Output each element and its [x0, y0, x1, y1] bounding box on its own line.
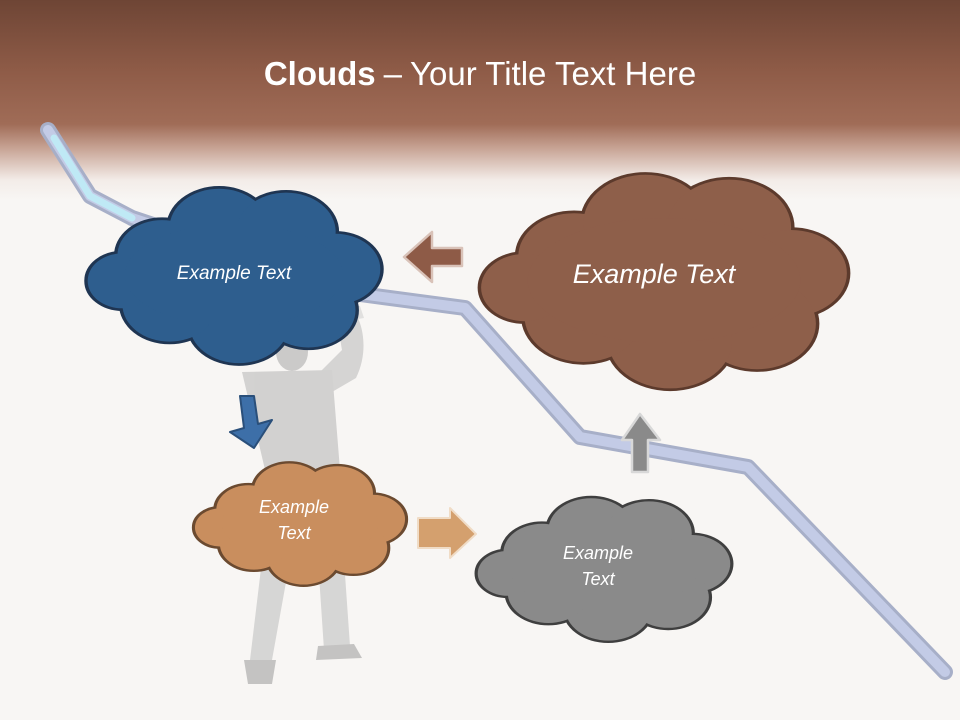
slide-title: Clouds–Your Title Text Here	[0, 54, 960, 94]
cloud-brown-label: Example Text	[534, 250, 774, 300]
cloud-gray-label: Example Text	[518, 534, 678, 598]
title-dash: –	[383, 55, 403, 92]
cloud-gray-line1: Example	[562, 542, 634, 563]
arrow-right-icon	[417, 507, 477, 559]
arrow-up-icon	[620, 412, 662, 474]
title-rest: Your Title Text Here	[410, 55, 697, 92]
cloud-tan-line1: Example	[258, 496, 330, 517]
cloud-tan-label: Example Text	[224, 488, 364, 552]
cloud-blue-text: Example Text	[176, 263, 292, 285]
decline-graph-line	[40, 122, 953, 680]
businessman-figure	[242, 306, 364, 684]
title-bold: Clouds	[263, 55, 376, 92]
arrow-left-icon	[402, 230, 464, 284]
cloud-brown-text: Example Text	[572, 259, 736, 290]
arrow-down-icon	[229, 395, 273, 449]
cloud-gray-line2: Text	[581, 569, 615, 589]
title-banner	[0, 0, 960, 200]
cloud-blue-label: Example Text	[134, 250, 334, 298]
cloud-tan-line2: Text	[277, 523, 311, 543]
